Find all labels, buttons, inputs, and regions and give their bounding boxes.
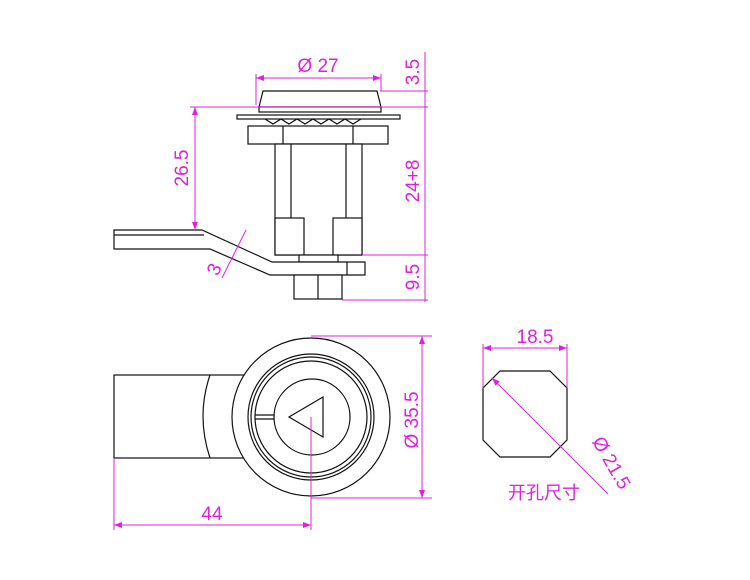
key-face [273,378,351,456]
cam-arm [113,374,245,459]
dim-body-length: 24+8 [403,160,424,203]
cutout-label: 开孔尺寸 [508,483,580,504]
dim-bottom-height: 9.5 [403,264,424,290]
cap [258,90,382,108]
cutout-shape [482,370,568,458]
teeth [264,118,362,125]
dim-cap-height: 3.5 [403,59,424,85]
dim-face-diameter: Ø 35.5 [402,391,423,448]
washer [236,114,401,120]
mount-nut [247,125,389,145]
dim-cam-length: 44 [201,504,223,525]
dim-cutout-width: 18.5 [517,327,554,348]
front-view: Ø 35.5 44 [113,335,432,530]
dim-cutout-diameter: Ø 21.5 [587,433,634,493]
cutout-view: 18.5 Ø 21.5 开孔尺寸 [482,327,634,504]
dim-cap-diameter: Ø 27 [297,56,338,77]
triangle-icon [287,395,324,439]
dim-cam-thickness: 3 [203,260,227,278]
side-view: Ø 27 3.5 24+8 9.5 26.5 3 [113,52,428,302]
cam [113,229,366,276]
cap-band [258,106,382,113]
dim-cam-offset: 26.5 [172,150,193,187]
